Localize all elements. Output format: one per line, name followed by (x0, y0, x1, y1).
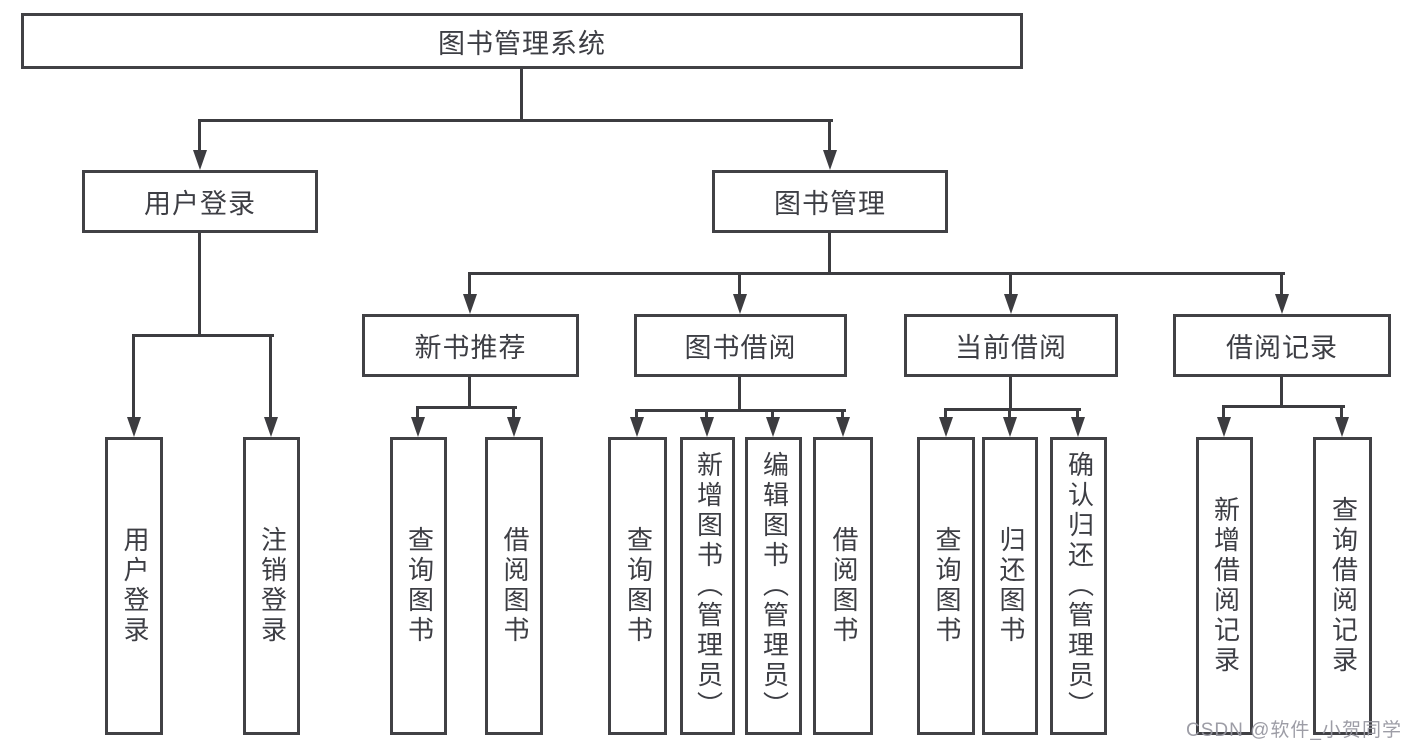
node-new-book-recommend: 新书推荐 (362, 314, 579, 377)
arrow-down-icon (1004, 294, 1018, 314)
node-borrow-records: 借阅记录 (1173, 314, 1391, 377)
arrow-down-icon (1275, 294, 1289, 314)
leaf-borrow-book-recommend: 借阅图书 (485, 437, 543, 735)
connector-line (944, 410, 947, 418)
connector-line (468, 377, 471, 409)
arrow-down-icon (630, 417, 644, 437)
connector-line (635, 409, 846, 412)
connector-line (635, 411, 638, 418)
leaf-label: 查询图书 (931, 526, 962, 646)
connector-line (468, 272, 1285, 275)
leaf-add-borrow-record: 新增借阅记录 (1196, 437, 1253, 735)
connector-line (416, 406, 517, 409)
arrow-down-icon (463, 294, 477, 314)
connector-line (1222, 405, 1345, 408)
arrow-down-icon (823, 150, 837, 170)
leaf-label: 用户登录 (119, 526, 150, 646)
connector-line (132, 334, 274, 337)
connector-line (1009, 274, 1012, 295)
leaf-edit-book-admin: 编辑图书（管理员） (745, 437, 802, 735)
arrow-down-icon (1335, 417, 1349, 437)
connector-line (269, 336, 272, 418)
connector-line (1009, 377, 1012, 411)
leaf-return-book: 归还图书 (982, 437, 1038, 735)
leaf-query-borrow-record: 查询借阅记录 (1313, 437, 1372, 735)
arrow-down-icon (939, 417, 953, 437)
node-book-borrow: 图书借阅 (634, 314, 847, 377)
leaf-label: 借阅图书 (828, 526, 859, 646)
connector-line (198, 233, 201, 337)
connector-line (1280, 274, 1283, 295)
leaf-query-book-current: 查询图书 (917, 437, 975, 735)
connector-line (468, 274, 471, 295)
connector-line (771, 411, 774, 418)
connector-line (828, 121, 831, 151)
leaf-logout-login: 注销登录 (243, 437, 300, 735)
leaf-label: 查询图书 (623, 526, 654, 646)
arrow-down-icon (836, 417, 850, 437)
leaf-label: 借阅图书 (499, 526, 530, 646)
node-label: 当前借阅 (955, 333, 1067, 363)
connector-line (132, 336, 135, 418)
connector-line (738, 274, 741, 295)
arrow-down-icon (766, 417, 780, 437)
leaf-confirm-return-admin: 确认归还（管理员） (1050, 437, 1107, 735)
leaf-label: 归还图书 (995, 526, 1026, 646)
connector-line (520, 69, 523, 122)
leaf-label: 查询图书 (404, 526, 435, 646)
leaf-query-book-borrow: 查询图书 (608, 437, 667, 735)
leaf-label: 查询借阅记录 (1328, 496, 1359, 676)
connector-line (1222, 407, 1225, 418)
leaf-label: 确认归还（管理员） (1064, 451, 1095, 721)
arrow-down-icon (264, 417, 278, 437)
leaf-label: 新增借阅记录 (1210, 496, 1241, 676)
connector-line (1340, 407, 1343, 418)
node-current-borrow: 当前借阅 (904, 314, 1118, 377)
leaf-query-book-recommend: 查询图书 (390, 437, 447, 735)
arrow-down-icon (193, 150, 207, 170)
leaf-label: 新增图书（管理员） (693, 451, 724, 721)
leaf-borrow-book: 借阅图书 (813, 437, 873, 735)
leaf-label: 注销登录 (257, 526, 288, 646)
node-label: 图书管理系统 (438, 28, 606, 59)
connector-line (841, 411, 844, 418)
arrow-down-icon (507, 417, 521, 437)
node-user-login: 用户登录 (82, 170, 318, 233)
arrow-down-icon (1003, 417, 1017, 437)
arrow-down-icon (1071, 417, 1085, 437)
connector-line (828, 233, 831, 275)
node-label: 图书借阅 (684, 333, 797, 363)
connector-line (1076, 410, 1079, 418)
connector-line (705, 411, 708, 418)
arrow-down-icon (733, 294, 747, 314)
connector-line (416, 408, 419, 418)
connector-line (198, 119, 833, 122)
leaf-add-book-admin: 新增图书（管理员） (680, 437, 735, 735)
connector-line (1008, 410, 1011, 418)
arrow-down-icon (1217, 417, 1231, 437)
connector-line (738, 377, 741, 412)
connector-line (944, 408, 1081, 411)
node-system: 图书管理系统 (21, 13, 1023, 69)
leaf-user-login: 用户登录 (105, 437, 163, 735)
connector-line (512, 408, 515, 418)
connector-line (198, 121, 201, 151)
node-label: 图书管理 (774, 189, 886, 219)
node-label: 用户登录 (144, 189, 256, 219)
arrow-down-icon (411, 417, 425, 437)
connector-line (1280, 377, 1283, 408)
watermark: CSDN @软件_小贺同学 (1186, 720, 1402, 741)
leaf-label: 编辑图书（管理员） (759, 451, 790, 721)
arrow-down-icon (127, 417, 141, 437)
arrow-down-icon (700, 417, 714, 437)
node-label: 新书推荐 (414, 333, 527, 363)
node-label: 借阅记录 (1226, 333, 1338, 363)
node-book-management: 图书管理 (712, 170, 948, 233)
